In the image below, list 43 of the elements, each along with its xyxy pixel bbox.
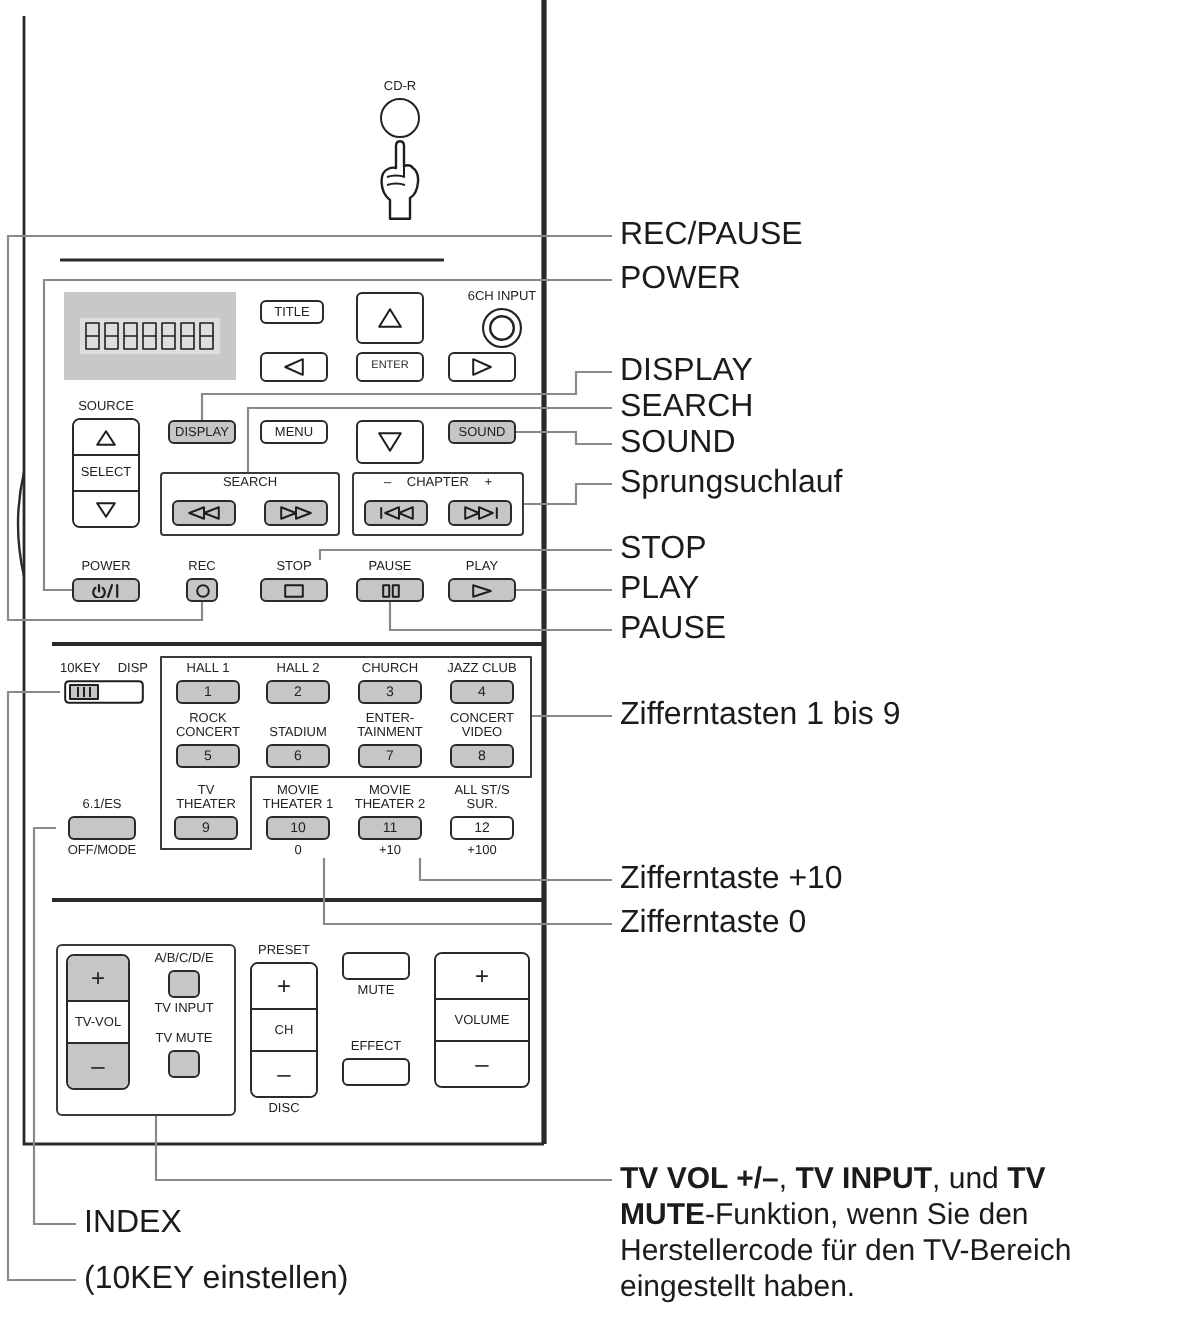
leader-line	[6, 234, 612, 622]
plus-key: +	[68, 956, 128, 1000]
right-arrow-button	[448, 352, 516, 382]
callout-label: SEARCH	[612, 390, 754, 426]
callout-label: REC/PAUSE	[612, 218, 803, 254]
callout-label: STOP	[612, 532, 707, 568]
callout-label: Zifferntasten 1 bis 9	[612, 698, 901, 734]
callout-label: POWER	[612, 262, 741, 298]
button-group-frame	[352, 472, 524, 536]
callout-label: INDEX	[76, 1206, 182, 1242]
button-group-frame	[56, 944, 236, 1116]
callout-label: (10KEY einstellen)	[76, 1262, 349, 1298]
callout-label: Zifferntaste +10	[612, 862, 843, 898]
callout-label: SOUND	[612, 426, 736, 462]
callout-label: Zifferntaste 0	[612, 906, 807, 942]
minus-key: –	[68, 1044, 128, 1088]
leader-line	[200, 370, 612, 420]
down-arrow-button	[356, 420, 424, 464]
callout-text: TV VOL +/–, TV INPUT, und TV MUTE-Funktion, wenn Sie den Herstellercode für den TV-Bereich eingestellt haben.	[612, 1162, 1110, 1306]
leader-line	[32, 826, 76, 1226]
button-group-frame	[160, 472, 340, 536]
leader-line	[154, 1116, 612, 1182]
leader-line	[246, 406, 612, 472]
up-arrow-button	[356, 292, 424, 344]
skip-forward-button	[448, 500, 512, 526]
leader-line	[6, 690, 76, 1282]
leader-line	[318, 548, 612, 560]
leader-line	[418, 858, 612, 882]
leader-line	[516, 588, 612, 592]
callout-label: PLAY	[612, 572, 700, 608]
left-arrow-button	[260, 352, 328, 382]
leader-line	[322, 858, 612, 926]
leader-line	[524, 482, 612, 506]
skip-back-button	[364, 500, 428, 526]
callout-label: DISPLAY	[612, 354, 753, 390]
fast-forward-button	[264, 500, 328, 526]
callout-label: PAUSE	[612, 612, 727, 648]
rewind-button	[172, 500, 236, 526]
leader-line	[516, 430, 612, 446]
leader-line	[388, 602, 612, 632]
leader-line	[532, 714, 612, 718]
leader-line	[42, 278, 612, 592]
callout-label: Sprungsuchlauf	[612, 466, 843, 502]
